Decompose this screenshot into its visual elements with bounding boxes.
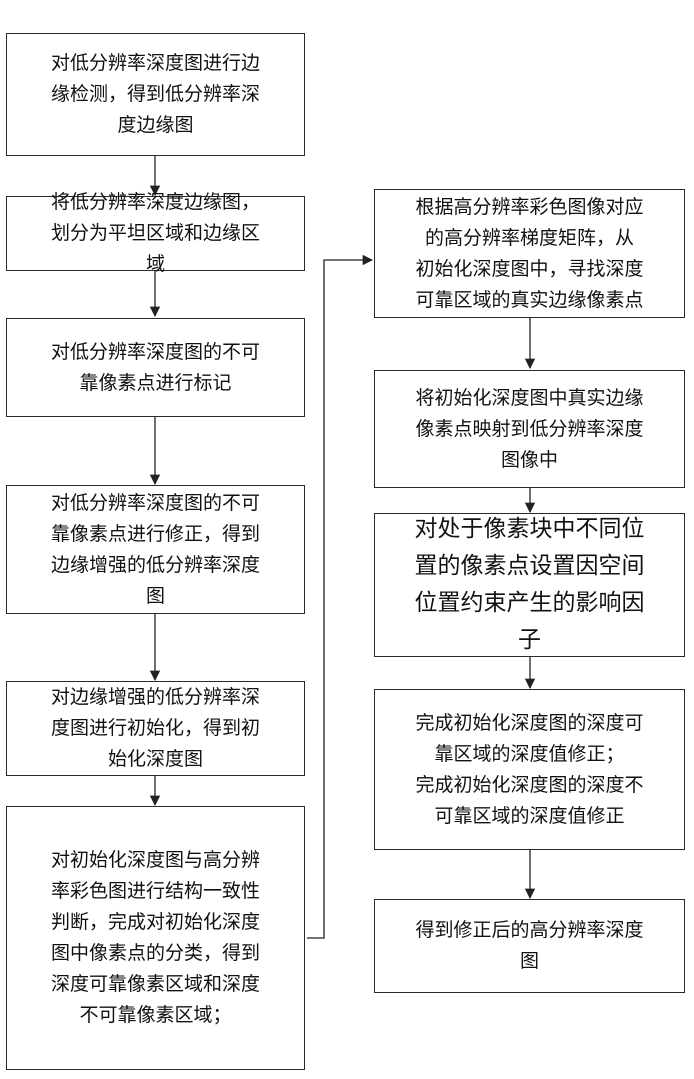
step-box-6: 对初始化深度图与高分辨 率彩色图进行结构一致性 判断，完成对初始化深度 图中像素… xyxy=(6,806,305,1070)
step-box-10: 完成初始化深度图的深度可 靠区域的深度值修正； 完成初始化深度图的深度不 可靠区… xyxy=(374,689,685,850)
step-box-3: 对低分辨率深度图的不可 靠像素点进行标记 xyxy=(6,318,305,417)
step-box-9: 对处于像素块中不同位 置的像素点设置因空间 位置约束产生的影响因 子 xyxy=(374,513,685,657)
step-box-8: 将初始化深度图中真实边缘 像素点映射到低分辨率深度 图像中 xyxy=(374,370,685,488)
step-box-11: 得到修正后的高分辨率深度 图 xyxy=(374,899,685,993)
arrow-s6-s7 xyxy=(307,260,372,938)
step-box-2: 将低分辨率深度边缘图， 划分为平坦区域和边缘区 域 xyxy=(6,196,305,271)
step-box-4: 对低分辨率深度图的不可 靠像素点进行修正，得到 边缘增强的低分辨率深度 图 xyxy=(6,485,305,614)
step-box-7: 根据高分辨率彩色图像对应 的高分辨率梯度矩阵，从 初始化深度图中，寻找深度 可靠… xyxy=(374,189,685,318)
step-box-5: 对边缘增强的低分辨率深 度图进行初始化，得到初 始化深度图 xyxy=(6,681,305,776)
step-box-1: 对低分辨率深度图进行边 缘检测，得到低分辨率深 度边缘图 xyxy=(6,33,305,156)
